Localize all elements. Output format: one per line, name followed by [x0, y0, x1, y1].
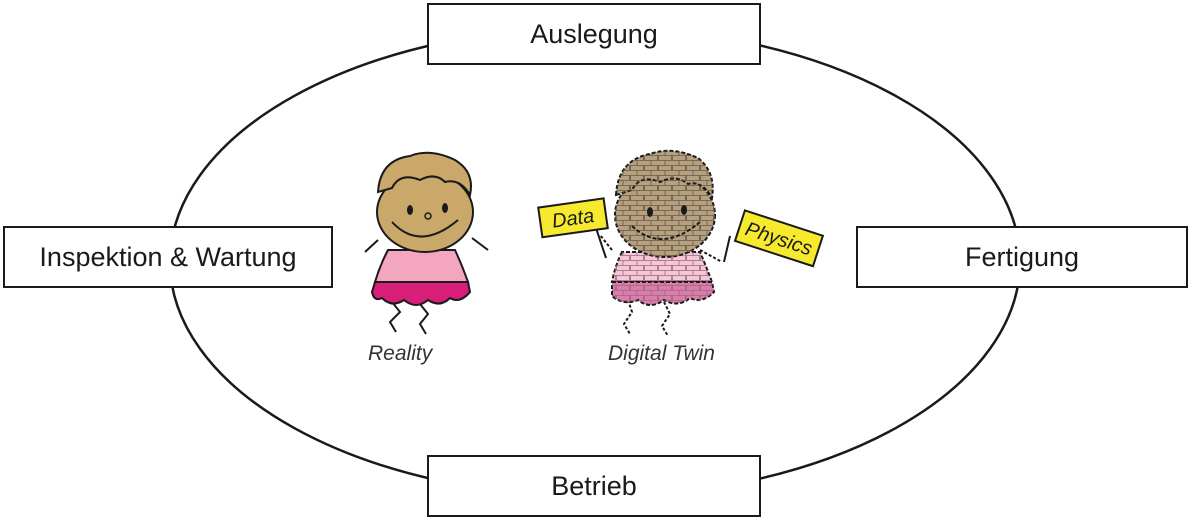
- physics-flag: Physics: [723, 209, 825, 268]
- phase-operation: Betrieb: [427, 455, 761, 517]
- phase-design: Auslegung: [427, 3, 761, 65]
- reality-figure: [364, 151, 489, 335]
- phase-manufacturing: Fertigung: [856, 226, 1188, 288]
- digital-twin-figure: [599, 149, 723, 337]
- data-flag: Data: [537, 197, 609, 259]
- phase-inspection: Inspektion & Wartung: [3, 226, 333, 288]
- reality-caption: Reality: [368, 342, 433, 365]
- digital-twin-caption: Digital Twin: [608, 342, 715, 365]
